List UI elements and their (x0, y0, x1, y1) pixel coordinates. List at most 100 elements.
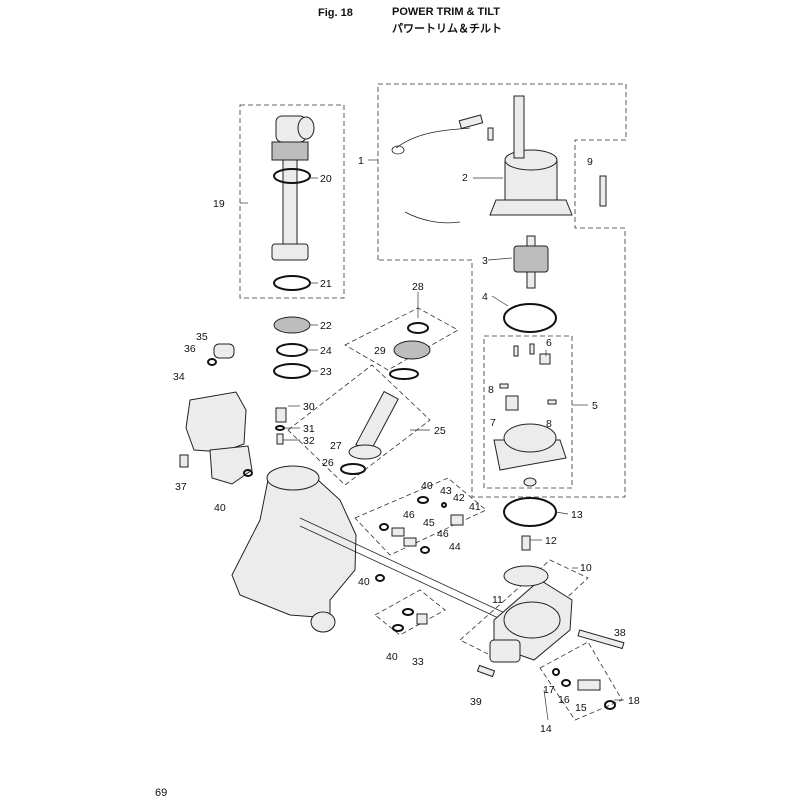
o-ring-20 (273, 168, 311, 184)
plug-41 (450, 514, 464, 526)
screw-b (529, 343, 535, 355)
spring-8b (547, 399, 557, 405)
ball-43 (441, 502, 447, 508)
mount-eye (310, 611, 336, 633)
plug-33 (416, 613, 428, 625)
screw-a (513, 345, 519, 357)
tilt-rod-assembly (271, 115, 315, 261)
wire-terminal (391, 145, 405, 155)
brush-7 (505, 395, 519, 411)
callout-40b: 40 (421, 480, 433, 492)
motor-screw (487, 127, 494, 141)
group-box-valve (344, 307, 459, 371)
callout-14: 14 (540, 723, 552, 735)
bracket-foot (209, 445, 253, 485)
group-box-motor (377, 83, 627, 498)
callout-9: 9 (587, 156, 593, 168)
o-ring-40e (392, 624, 404, 632)
o-ring-21 (273, 275, 311, 291)
callout-7: 7 (490, 417, 496, 429)
leader-lines (240, 159, 624, 721)
cylinder-body (231, 479, 357, 619)
armature-commutator (526, 235, 536, 247)
manifold-block (489, 639, 521, 663)
pin-32 (276, 433, 284, 445)
ball-46b (420, 546, 430, 554)
figure-number: Fig. 18 (318, 7, 353, 19)
callout-40c: 40 (358, 576, 370, 588)
callout-16: 16 (558, 694, 570, 706)
callout-39: 39 (470, 696, 482, 708)
hydraulic-line-b (299, 525, 521, 629)
diagram-title-japanese: パワートリム＆チルト (392, 23, 502, 35)
motor-cable (513, 95, 525, 159)
callout-41: 41 (469, 501, 481, 513)
callout-5: 5 (592, 400, 598, 412)
o-ring-31 (275, 425, 285, 431)
callout-25: 25 (434, 425, 446, 437)
bracket-plate (185, 391, 247, 453)
check-valve-45a (391, 527, 405, 537)
bolt-38 (577, 629, 625, 650)
callout-35: 35 (196, 331, 208, 343)
diagram-title: POWER TRIM & TILT (392, 6, 500, 18)
o-ring-40b (417, 496, 429, 504)
rod-thread (271, 141, 309, 161)
callout-8b: 8 (546, 418, 552, 430)
bushing-35 (213, 343, 235, 359)
circlip-18 (604, 700, 616, 710)
callout-42: 42 (453, 492, 465, 504)
seal (523, 477, 537, 487)
pump-bore (503, 601, 561, 639)
armature-winding (513, 245, 549, 273)
motor-assembly (391, 95, 573, 224)
filter-12 (521, 535, 531, 551)
group-box-piston (287, 364, 431, 486)
motor-flange (489, 199, 573, 216)
brush-holder-assembly (493, 343, 567, 471)
callout-31: 31 (303, 423, 315, 435)
callout-19: 19 (213, 198, 225, 210)
motor-lead-wire (395, 127, 471, 149)
callout-3: 3 (482, 255, 488, 267)
callout-6: 6 (546, 337, 552, 349)
callout-27: 27 (330, 440, 342, 452)
callout-34: 34 (173, 371, 185, 383)
page-number: 69 (155, 787, 168, 799)
o-ring-28a (407, 322, 429, 334)
group-box-orings (374, 589, 446, 636)
callout-12: 12 (545, 535, 557, 547)
terminal-6 (539, 353, 551, 365)
o-ring-16 (561, 679, 571, 687)
valve-cap-29 (393, 340, 431, 360)
callout-33: 33 (412, 656, 424, 668)
bolt-9 (599, 175, 607, 207)
callout-24: 24 (320, 345, 332, 357)
callout-38: 38 (614, 627, 626, 639)
callout-43: 43 (440, 485, 452, 497)
callout-21: 21 (320, 278, 332, 290)
manual-valve-15 (577, 679, 601, 691)
o-ring-23 (273, 363, 311, 379)
group-box-pump-base (459, 559, 589, 661)
cylinder-housing (231, 465, 357, 633)
callout-40d: 40 (386, 651, 398, 663)
gear-plate-11 (503, 565, 549, 587)
group-box-valves-mid (354, 477, 487, 556)
o-ring-40a (243, 469, 253, 477)
callout-46a: 46 (403, 509, 415, 521)
callout-46b: 46 (437, 528, 449, 540)
callout-36: 36 (184, 343, 196, 355)
callout-44: 44 (449, 541, 461, 553)
callout-45: 45 (423, 517, 435, 529)
cylinder-bore (266, 465, 320, 491)
motor-housing-top (504, 149, 558, 171)
callout-40a: 40 (214, 502, 226, 514)
callout-23: 23 (320, 366, 332, 378)
pump-base (489, 565, 573, 663)
o-ring-29 (389, 368, 419, 380)
callout-20: 20 (320, 173, 332, 185)
callout-28: 28 (412, 281, 424, 293)
